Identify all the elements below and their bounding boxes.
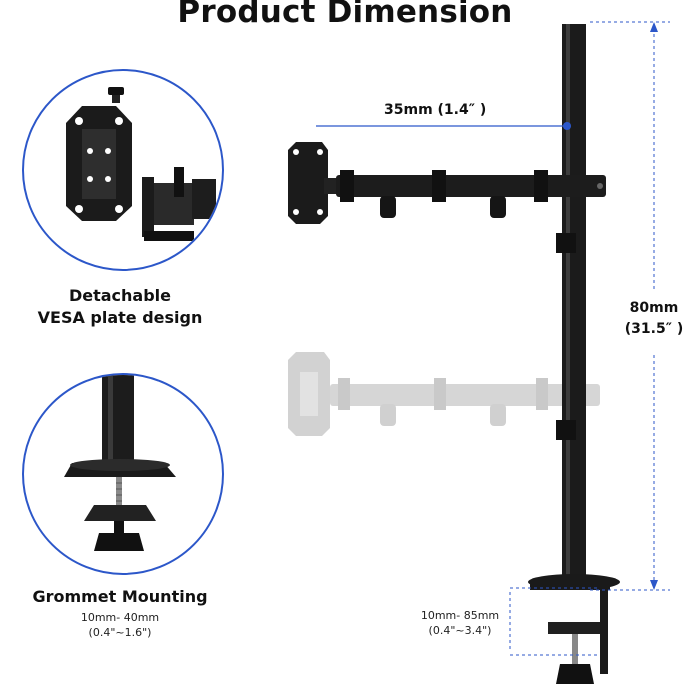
grommet-range-mm: 10mm- 40mm <box>80 611 160 624</box>
height-in: (31.5″ ) <box>624 321 684 337</box>
vesa-plate-detail-circle <box>22 69 224 271</box>
clamp-range-mm: 10mm- 85mm <box>420 609 500 622</box>
height-label: 80mm (31.5″ ) <box>614 298 694 340</box>
vesa-caption-line1: Detachable <box>68 286 172 305</box>
vesa-plate-illustration <box>66 87 216 241</box>
desk-clamp <box>528 574 620 684</box>
grommet-detail-circle <box>22 373 224 575</box>
page-title: Product Dimension <box>177 0 513 30</box>
clamp-range-in: (0.4"~3.4") <box>428 624 492 637</box>
grommet-range: 10mm- 40mm (0.4"~1.6") <box>10 610 230 640</box>
clamp-range-label: 10mm- 85mm (0.4"~3.4") <box>410 608 510 638</box>
arm-offset-label: 35mm (1.4″ ) <box>384 102 487 118</box>
vesa-caption-line2: VESA plate design <box>37 308 203 327</box>
vesa-caption: Detachable VESA plate design <box>10 285 230 329</box>
grommet-range-in: (0.4"~1.6") <box>88 626 152 639</box>
height-mm: 80mm <box>629 300 679 316</box>
upper-arm <box>288 142 606 224</box>
ghost-arm-position <box>288 352 600 436</box>
grommet-illustration <box>64 375 176 551</box>
grommet-caption-title: Grommet Mounting <box>32 587 208 606</box>
